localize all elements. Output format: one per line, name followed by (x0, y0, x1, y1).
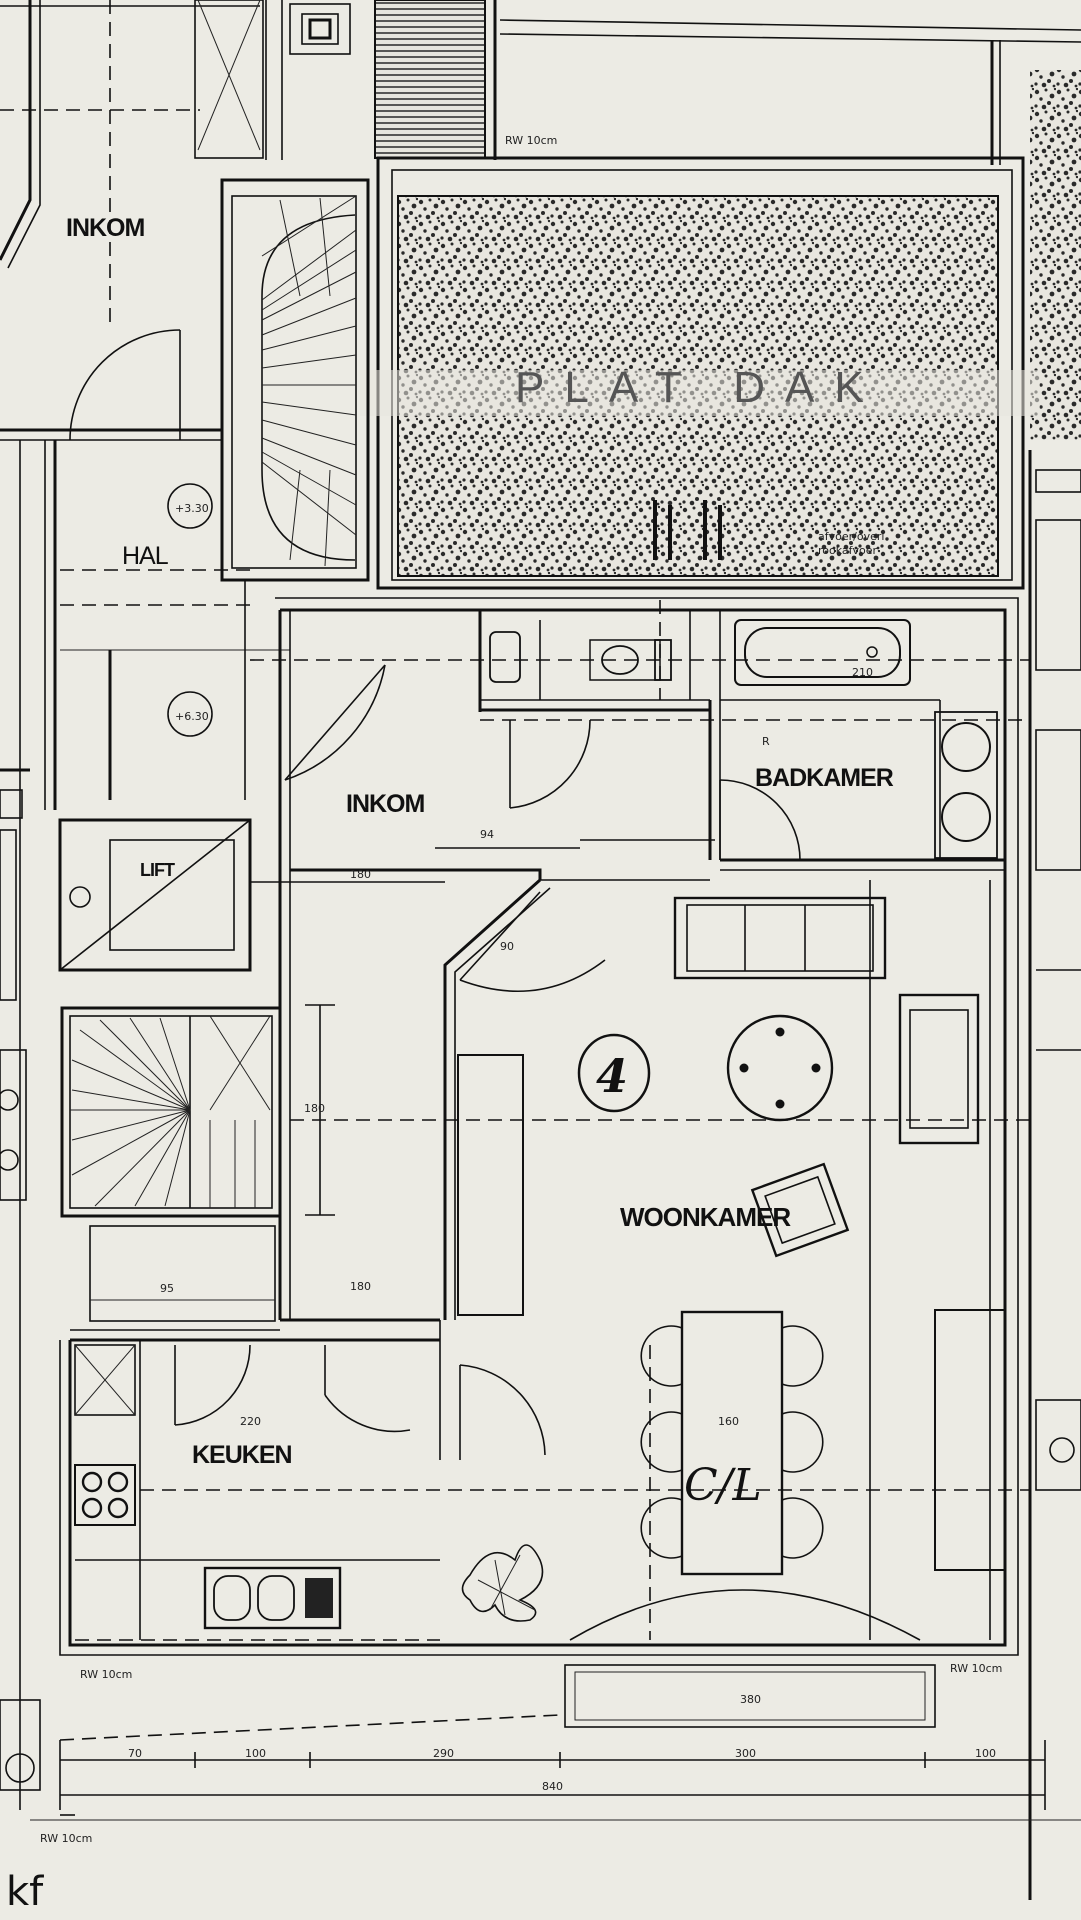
dim-door: 90 (500, 940, 514, 953)
cabinet-icon (934, 1309, 1006, 1571)
toilet-icon (589, 639, 661, 681)
room-label-badkamer: BADKAMER (755, 764, 894, 792)
apartment-walls (59, 450, 1081, 1900)
wall-notes: RW 10cm RW 10cm RW 10cm RW 10cm afvoer/o… (40, 134, 1002, 1845)
handwritten-cl: C/L (684, 1460, 762, 1511)
dimension-labels: 94 180 180 180 220 210 90 160 95 380 70 … (128, 666, 996, 1793)
room-label-woonkamer: WOONKAMER (620, 1202, 791, 1232)
note-wall-corner: RW 10cm (40, 1832, 92, 1845)
kitchen-fixtures (74, 1225, 342, 1630)
ventilation-shaft (374, 0, 486, 159)
note-roof-2: rookafvoer (818, 544, 878, 557)
dim-bath: 210 (852, 666, 873, 679)
dimension-lines (30, 839, 1081, 1821)
room-label-keuken: KEUKEN (192, 1441, 292, 1469)
note-wall-bottom-left: RW 10cm (80, 1668, 132, 1681)
hob-icon (74, 1464, 136, 1526)
plant-icon (461, 1544, 544, 1622)
room-label-plat-dak: PLAT DAK (515, 363, 884, 412)
dining-table-icon (640, 1310, 824, 1576)
unit-marker: 4 (577, 1033, 651, 1113)
sink-icon (489, 631, 521, 683)
dim-bottom-4: 100 (975, 1747, 996, 1760)
roof-vent-icon (653, 500, 722, 560)
left-neighbour (0, 440, 41, 1810)
handwritten-kf: kf (6, 1869, 44, 1915)
sofa-icon (673, 896, 887, 980)
round-table-icon (726, 1014, 834, 1122)
hal-zone (0, 329, 290, 810)
upper-staircase (220, 178, 370, 582)
note-wall-top: RW 10cm (505, 134, 557, 147)
room-labels: INKOM HAL PLAT DAK INKOM BADKAMER WOONKA… (66, 214, 895, 1469)
dim-corridor: 180 (350, 1280, 371, 1293)
living-furniture (457, 896, 1006, 1641)
dim-hall-width: 180 (350, 868, 371, 881)
dim-stair: 95 (160, 1282, 174, 1295)
dim-bottom-1: 100 (245, 1747, 266, 1760)
doors (174, 664, 801, 1460)
sideboard-icon (457, 1054, 524, 1316)
bathtub-icon (734, 619, 911, 686)
level-marker-upper: +3.30 (175, 502, 209, 515)
room-label-lift: LIFT (140, 860, 175, 880)
dim-window: 380 (740, 1693, 761, 1706)
dim-keuken-width: 220 (240, 1415, 261, 1428)
dim-table: 160 (718, 1415, 739, 1428)
flat-roof (360, 156, 1040, 590)
lower-staircase (60, 1006, 282, 1218)
dim-hall-height: 180 (304, 1102, 325, 1115)
double-sink-icon (934, 711, 998, 859)
dim-bottom-0: 70 (128, 1747, 142, 1760)
dim-bottom-3: 300 (735, 1747, 756, 1760)
note-wall-bottom-right: RW 10cm (950, 1662, 1002, 1675)
room-label-hal: HAL (122, 542, 169, 570)
dim-marker-r: R (762, 735, 770, 748)
room-label-inkom-top: INKOM (66, 214, 145, 242)
bathroom-fixtures (489, 610, 998, 859)
unit-number: 4 (596, 1049, 628, 1103)
kitchen-sink-icon (203, 1566, 342, 1630)
level-markers: +3.30 +6.30 (175, 502, 209, 723)
room-label-inkom: INKOM (346, 790, 425, 818)
dim-inkom-width: 94 (480, 828, 494, 841)
bay-window (569, 1589, 921, 1641)
armchair-icon (750, 1162, 850, 1258)
dim-total: 840 (542, 1780, 563, 1793)
armchair-right-icon (898, 993, 980, 1145)
lift-shaft (58, 818, 252, 972)
note-roof-1: afvoer/overl. (818, 530, 888, 543)
level-marker-lower: +6.30 (175, 710, 209, 723)
dim-bottom-2: 290 (433, 1747, 454, 1760)
top-structure (0, 0, 1081, 440)
